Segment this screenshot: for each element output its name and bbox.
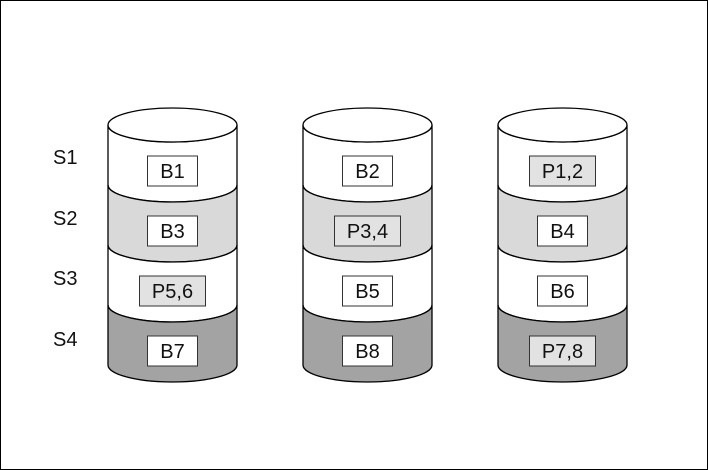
data-block-label: B4 bbox=[550, 221, 574, 243]
data-block-label: B7 bbox=[160, 341, 184, 363]
parity-block-box bbox=[334, 215, 401, 247]
data-block-box bbox=[147, 155, 198, 187]
parity-block-box bbox=[529, 155, 596, 187]
data-block-label: B8 bbox=[355, 341, 379, 363]
parity-block-label: P1,2 bbox=[542, 161, 583, 183]
disk-top bbox=[107, 107, 238, 143]
data-block-box bbox=[342, 335, 393, 367]
data-block-label: B3 bbox=[160, 221, 184, 243]
parity-block-label: P7,8 bbox=[542, 341, 583, 363]
stripe-label-s3: S3 bbox=[53, 268, 77, 290]
disk-top bbox=[302, 107, 433, 143]
stripe-label-s2: S2 bbox=[53, 208, 77, 230]
parity-block-box bbox=[139, 275, 206, 307]
stripe-labels: S1 S2 S3 S4 bbox=[53, 147, 77, 351]
data-block-label: B6 bbox=[550, 281, 574, 303]
data-block-box bbox=[342, 155, 393, 187]
data-block-box bbox=[537, 215, 588, 247]
data-block-label: B1 bbox=[160, 161, 184, 183]
parity-block-label: P5,6 bbox=[152, 281, 193, 303]
stripe-label-s4: S4 bbox=[53, 329, 77, 351]
data-block-label: B5 bbox=[355, 281, 379, 303]
parity-block-box bbox=[529, 335, 596, 367]
data-block-label: B2 bbox=[355, 161, 379, 183]
data-block-box bbox=[147, 335, 198, 367]
data-block-box bbox=[147, 215, 198, 247]
data-block-box bbox=[537, 275, 588, 307]
disk-top bbox=[497, 107, 628, 143]
data-block-box bbox=[342, 275, 393, 307]
stripe-label-s1: S1 bbox=[53, 147, 77, 169]
parity-block-label: P3,4 bbox=[347, 221, 388, 243]
